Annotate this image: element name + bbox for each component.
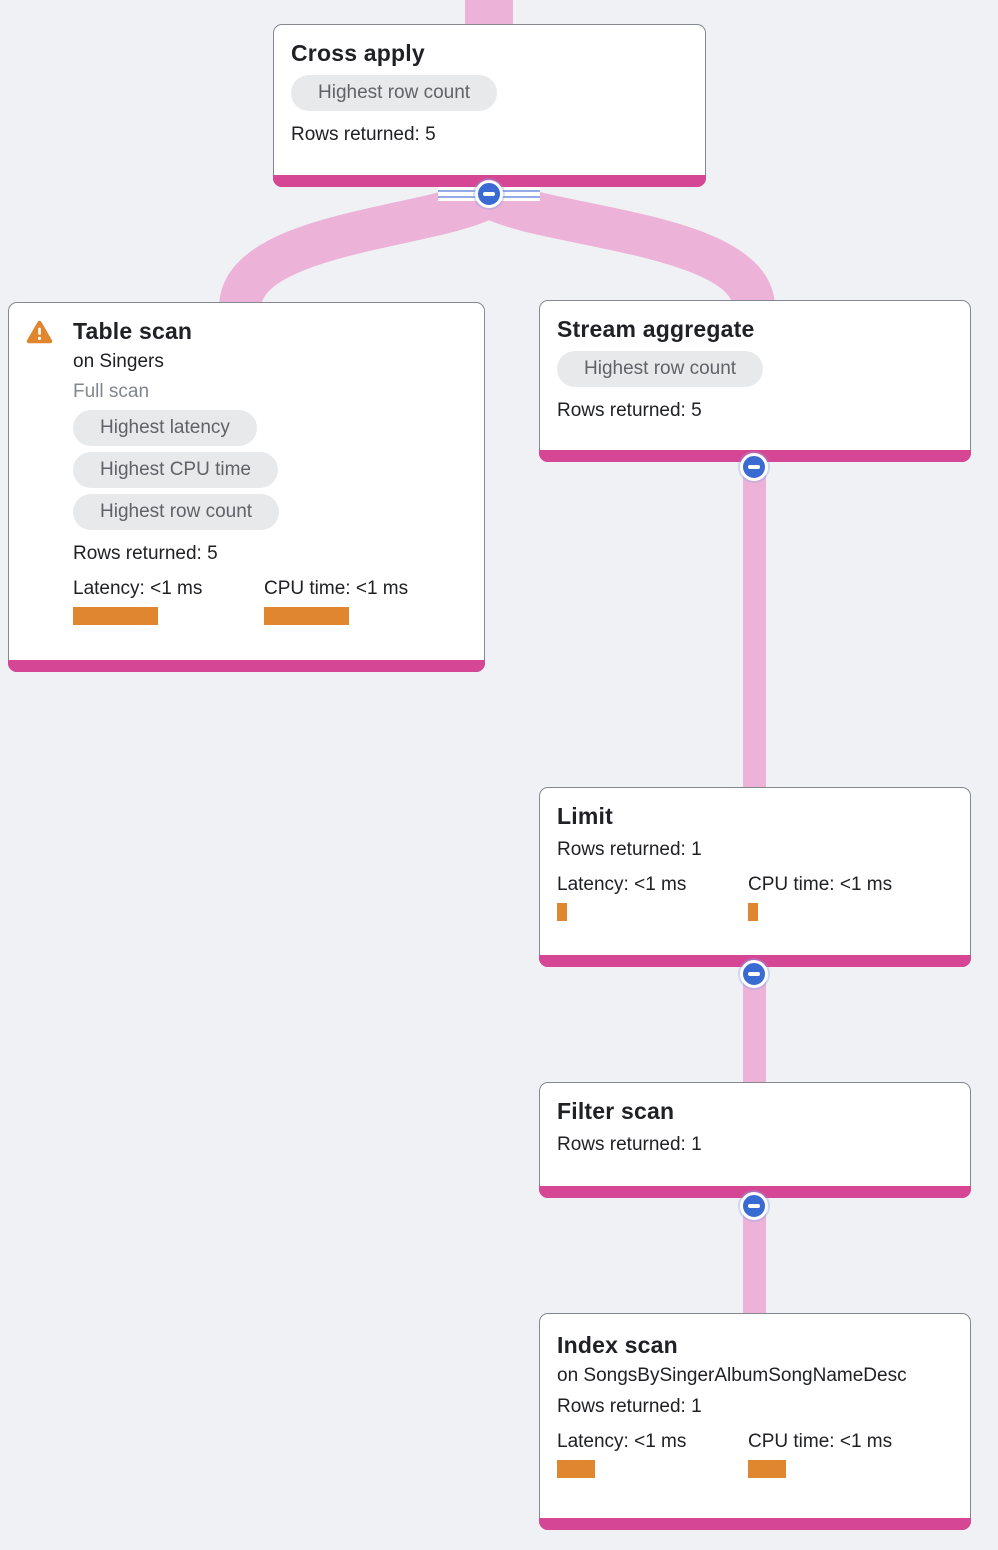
warning-icon bbox=[26, 320, 53, 344]
latency-bar bbox=[557, 1460, 595, 1478]
latency-bar bbox=[557, 903, 567, 921]
rows-returned: Rows returned: 1 bbox=[557, 839, 702, 860]
latency-label: Latency: <1 ms bbox=[557, 874, 687, 895]
node-index-scan[interactable]: Index scan on SongsBySingerAlbumSongName… bbox=[539, 1313, 971, 1530]
collapse-button-stream-aggregate[interactable] bbox=[740, 453, 768, 481]
rows-returned: Rows returned: 5 bbox=[291, 124, 436, 145]
edge-cross-apply-to-table-scan bbox=[219, 178, 500, 311]
node-cross-apply[interactable]: Cross apply Highest row count Rows retur… bbox=[273, 24, 706, 187]
badge-highest-row-count: Highest row count bbox=[557, 351, 764, 387]
accent-bar bbox=[539, 1518, 971, 1530]
collapse-button-filter-scan[interactable] bbox=[740, 1192, 768, 1220]
latency-label: Latency: <1 ms bbox=[557, 1431, 687, 1452]
node-subtitle: on SongsBySingerAlbumSongNameDesc bbox=[557, 1365, 907, 1386]
cpu-time-label: CPU time: <1 ms bbox=[264, 578, 409, 599]
node-title: Index scan bbox=[557, 1332, 678, 1358]
badge-highest-row-count: Highest row count bbox=[73, 494, 280, 530]
collapse-button-limit[interactable] bbox=[740, 960, 768, 988]
cpu-time-bar bbox=[748, 903, 758, 921]
node-title: Filter scan bbox=[557, 1098, 675, 1124]
node-limit[interactable]: Limit Rows returned: 1 Latency: <1 ms CP… bbox=[539, 787, 971, 967]
node-filter-scan[interactable]: Filter scan Rows returned: 1 bbox=[539, 1082, 971, 1198]
latency-bar bbox=[73, 607, 158, 625]
cpu-time-bar bbox=[748, 1460, 786, 1478]
collapse-button-cross-apply[interactable] bbox=[475, 180, 503, 208]
accent-bar bbox=[8, 660, 485, 672]
rows-returned: Rows returned: 1 bbox=[557, 1134, 702, 1155]
cpu-time-label: CPU time: <1 ms bbox=[748, 1431, 893, 1452]
node-stream-aggregate[interactable]: Stream aggregate Highest row count Rows … bbox=[539, 300, 971, 462]
node-title: Cross apply bbox=[291, 40, 425, 66]
rows-returned: Rows returned: 5 bbox=[557, 400, 702, 421]
node-title: Stream aggregate bbox=[557, 316, 755, 342]
scan-type-label: Full scan bbox=[73, 381, 150, 402]
cpu-time-label: CPU time: <1 ms bbox=[748, 874, 893, 895]
cpu-time-bar bbox=[264, 607, 349, 625]
rows-returned: Rows returned: 5 bbox=[73, 543, 218, 564]
badge-highest-cpu-time: Highest CPU time bbox=[73, 452, 278, 488]
node-title: Limit bbox=[557, 803, 613, 829]
rows-returned: Rows returned: 1 bbox=[557, 1396, 702, 1417]
badge-highest-latency: Highest latency bbox=[73, 410, 257, 446]
node-subtitle: on Singers bbox=[73, 351, 164, 372]
latency-label: Latency: <1 ms bbox=[73, 578, 203, 599]
edge-cross-apply-to-stream-aggregate bbox=[478, 178, 775, 311]
node-title: Table scan bbox=[73, 318, 193, 344]
badge-highest-row-count: Highest row count bbox=[291, 75, 498, 111]
node-table-scan[interactable]: Table scan on Singers Full scan Highest … bbox=[8, 302, 485, 672]
